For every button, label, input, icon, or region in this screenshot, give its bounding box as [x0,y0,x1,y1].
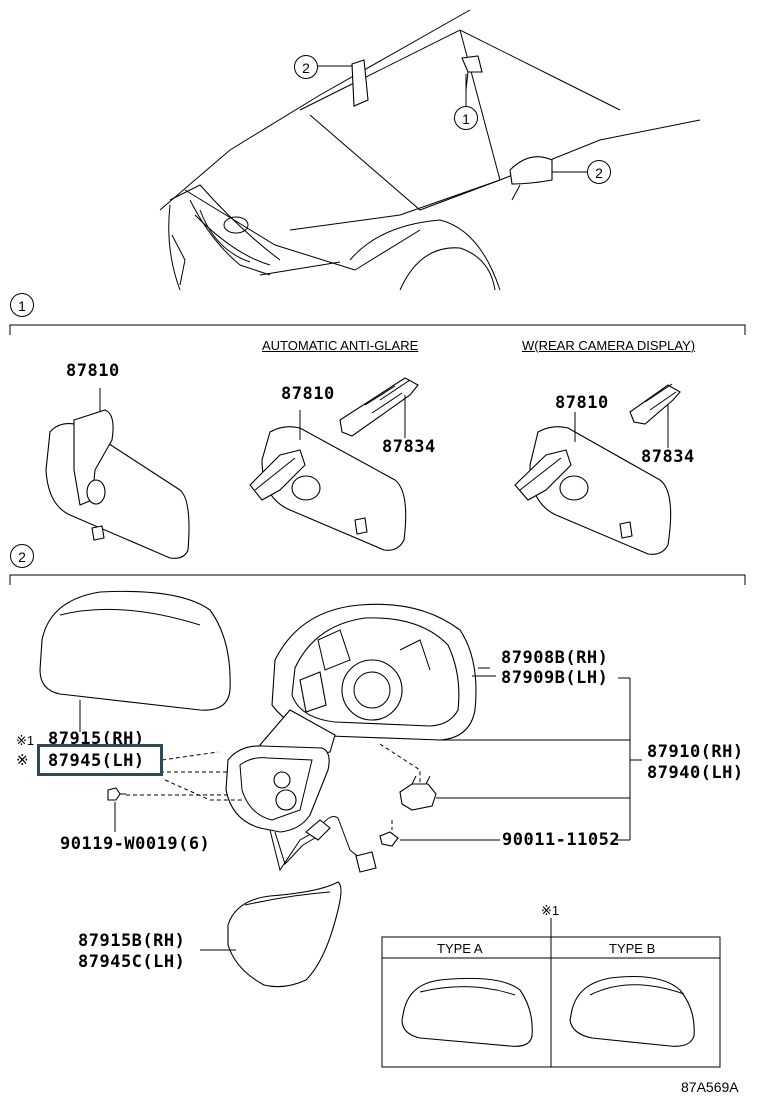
selected-part-highlight[interactable] [37,744,163,776]
section-one-marker: 1 [10,293,34,317]
part-87834-b: 87834 [382,437,436,457]
part-87910-rh: 87910(RH) [647,742,744,762]
note-mark-table: ※1 [541,903,560,918]
callout-one-top: 1 [454,106,478,130]
mirror-base-gasket [225,745,377,873]
note-mark: ※ [16,752,29,769]
part-87945c-lh: 87945C(LH) [78,952,186,972]
part-90011: 90011-11052 [502,830,621,850]
part-87915b-rh: 87915B(RH) [78,931,186,951]
callout-two-mirror: 2 [587,160,611,184]
part-87810-c: 87810 [555,393,609,413]
mirror-cover [39,590,231,732]
mirror-motor [399,775,630,811]
diagram-code: 87A569A [681,1079,739,1095]
part-87834-c: 87834 [641,447,695,467]
inner-mirror-basic [45,388,190,559]
inner-mirror-camera [514,383,681,555]
anti-glare-heading: AUTOMATIC ANTI-GLARE [262,338,419,353]
cover-type-table [381,918,721,1068]
note-mark-1: ※1 [16,733,35,748]
part-87908b-rh: 87908B(RH) [501,648,609,668]
rear-camera-heading: W(REAR CAMERA DISPLAY) [522,338,696,353]
part-87810-a: 87810 [66,361,120,381]
part-87909b-lh: 87909B(LH) [501,668,609,688]
screw-part [107,787,126,832]
clip-part [379,831,500,847]
part-87810-b: 87810 [281,384,335,404]
part-87940-lh: 87940(LH) [647,763,744,783]
inner-mirror-anti-glare [249,377,419,551]
vehicle-illustration [159,9,701,291]
part-87945-lh: 87945(LH) [48,751,145,771]
type-a-label: TYPE A [437,941,483,956]
type-b-label: TYPE B [609,941,656,956]
callout-two-top: 2 [294,55,318,79]
part-90119: 90119-W0019(6) [60,834,211,854]
section-two-marker: 2 [10,544,34,568]
lower-mirror-cover [200,881,342,988]
